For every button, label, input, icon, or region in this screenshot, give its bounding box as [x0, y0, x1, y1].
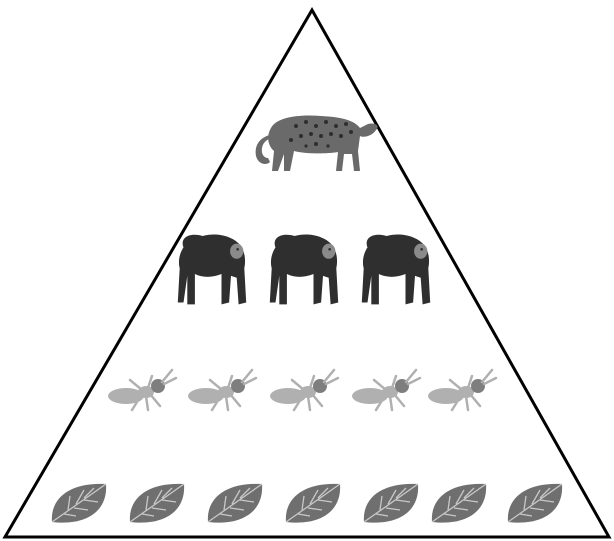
chimpanzee-icon	[178, 235, 246, 305]
chimpanzee-icon	[270, 235, 338, 305]
leopard-icon	[256, 116, 378, 172]
leaf-icon	[364, 484, 418, 523]
leaf-icon	[508, 484, 562, 523]
leaf-icon	[52, 484, 106, 523]
chimpanzee-icon	[362, 235, 430, 305]
leaf-icon	[208, 484, 262, 523]
insect-icon	[188, 370, 256, 410]
insect-icon	[270, 370, 338, 410]
insect-icon	[108, 370, 176, 410]
leaf-icon	[432, 484, 486, 523]
leaf-icon	[286, 484, 340, 523]
pyramid-level-second	[178, 235, 430, 305]
pyramid-level-top	[256, 116, 378, 172]
insect-icon	[428, 370, 496, 410]
insect-icon	[352, 370, 420, 410]
leaf-icon	[130, 484, 184, 523]
pyramid-level-third	[108, 370, 496, 410]
pyramid-level-base	[52, 484, 562, 523]
